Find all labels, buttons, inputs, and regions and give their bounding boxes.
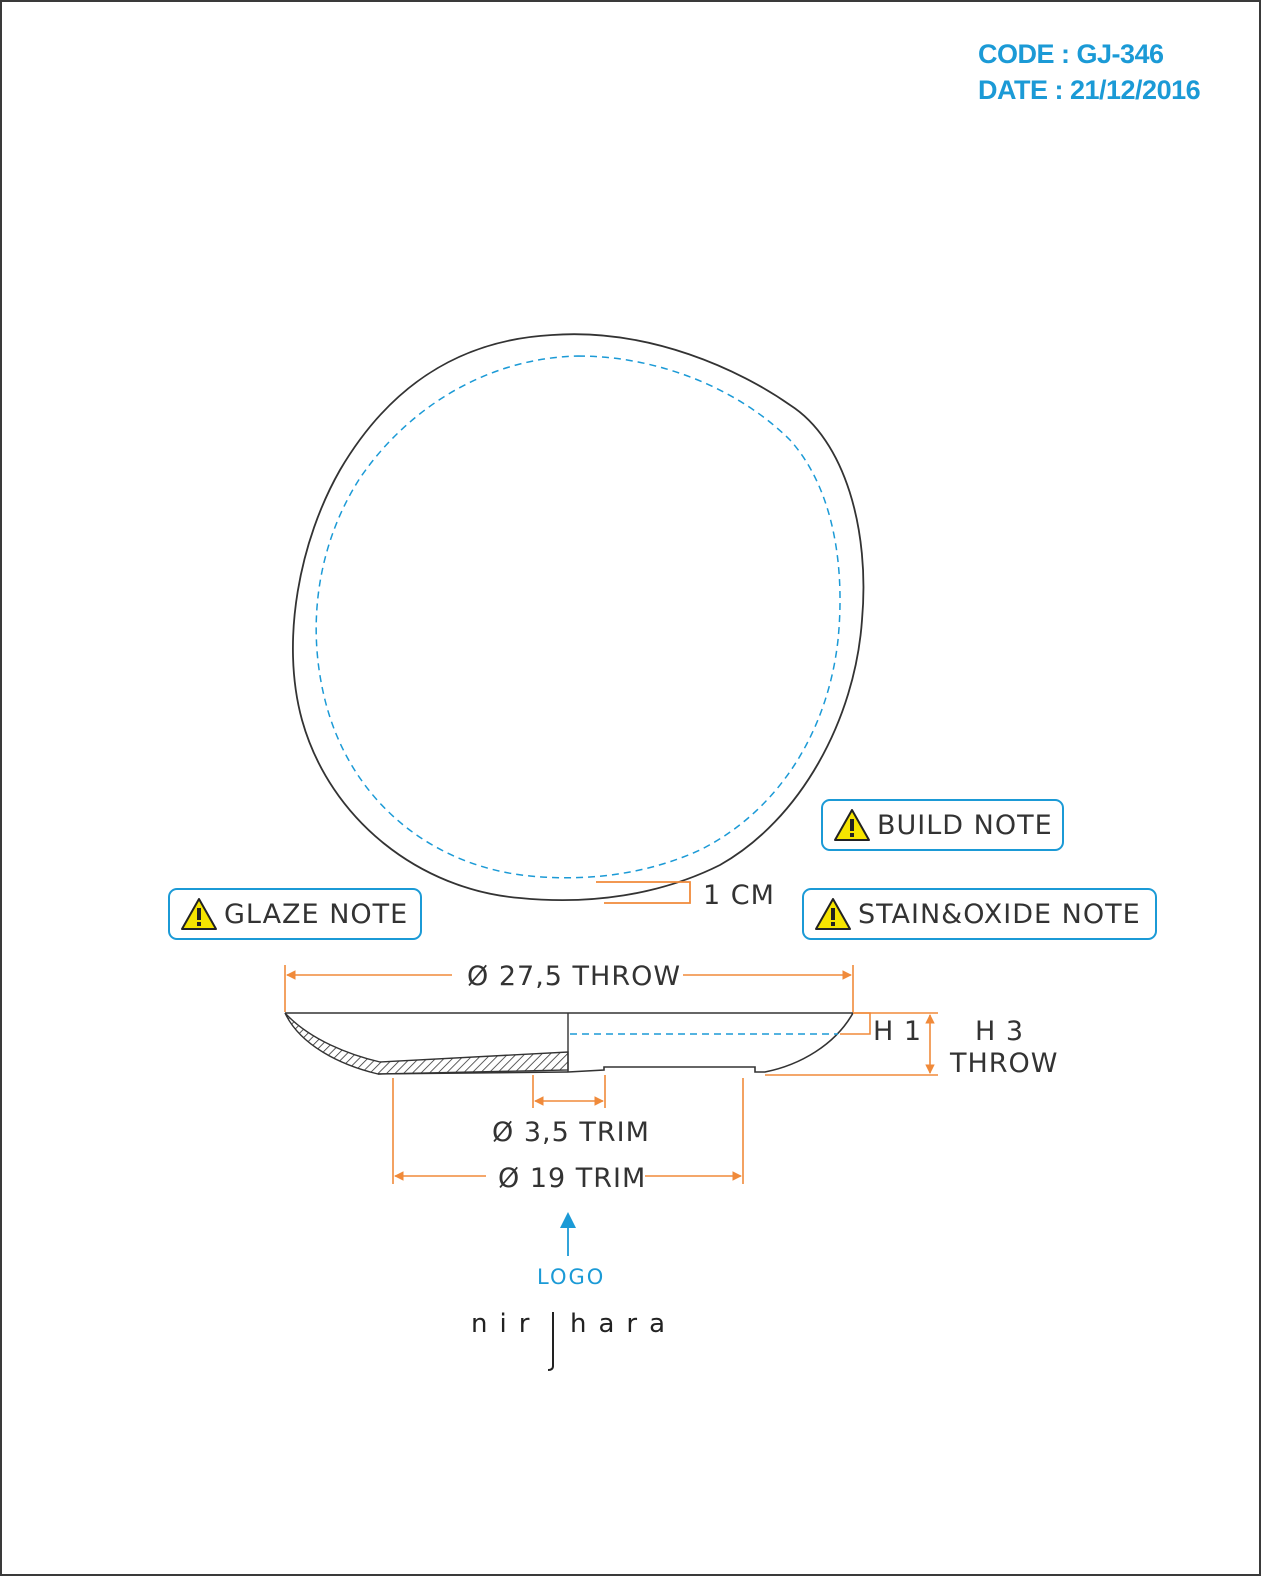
rim-callout-bracket: [596, 881, 691, 904]
stain-oxide-note-button[interactable]: STAIN&OXIDE NOTE: [802, 888, 1157, 940]
brand-logo-right: hara: [570, 1309, 677, 1339]
glaze-note-button[interactable]: GLAZE NOTE: [168, 888, 422, 940]
height-total-label-line2: THROW: [949, 1048, 1059, 1079]
drawing-date: DATE : 21/12/2016: [978, 75, 1201, 105]
logo-label: LOGO: [537, 1265, 605, 1289]
warning-triangle-icon: [181, 898, 217, 930]
logo-pointer-arrowhead: [560, 1212, 576, 1228]
header-meta: CODE : GJ-346 DATE : 21/12/2016: [978, 36, 1201, 108]
plate-top-outline: [292, 333, 865, 902]
rim-dimension-label: 1 CM: [703, 880, 775, 911]
build-note-label: BUILD NOTE: [877, 809, 1053, 841]
brand-logo-left: nir: [471, 1309, 541, 1339]
plate-section-hatched: [284, 1012, 569, 1075]
plate-rim-dashed-line: [315, 355, 841, 879]
height-inner-label: H 1: [873, 1016, 922, 1047]
glaze-note-label: GLAZE NOTE: [224, 898, 409, 930]
foot-outer-label: Ø 19 TRIM: [498, 1163, 646, 1194]
build-note-button[interactable]: BUILD NOTE: [821, 799, 1064, 851]
throw-diameter-label: Ø 27,5 THROW: [467, 961, 681, 992]
warning-triangle-icon: [815, 898, 851, 930]
height-total-label-line1: H 3: [975, 1016, 1024, 1047]
foot-inner-label: Ø 3,5 TRIM: [492, 1117, 650, 1148]
height-inner-bracket: [840, 1012, 871, 1035]
brand-logo-hook: [547, 1365, 554, 1371]
warning-triangle-icon: [834, 809, 870, 841]
plate-section-base-left: [377, 1071, 569, 1075]
plate-section-right-outline: [567, 1012, 854, 1073]
product-code: CODE : GJ-346: [978, 39, 1164, 69]
stain-oxide-note-label: STAIN&OXIDE NOTE: [858, 898, 1141, 930]
